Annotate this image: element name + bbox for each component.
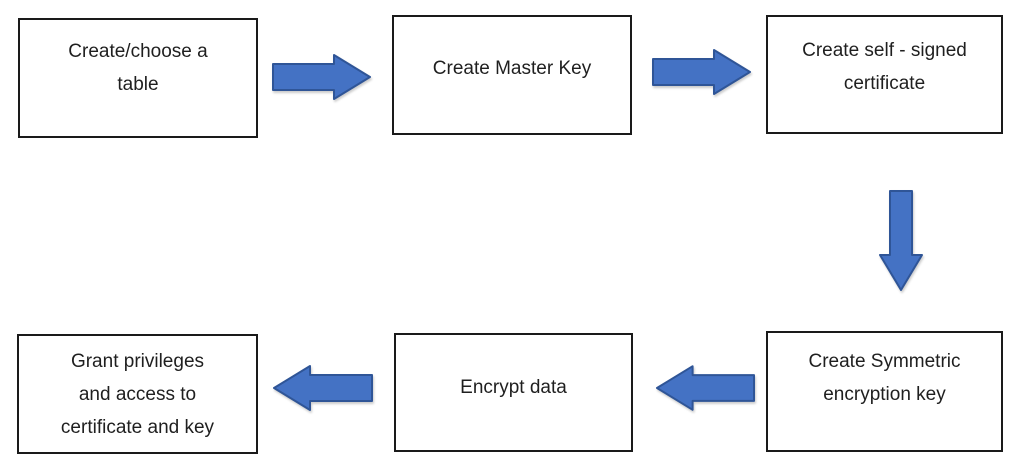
step-label: Create/choose a table: [68, 41, 208, 95]
arrow-right-icon: [652, 49, 751, 95]
step-label: Encrypt data: [460, 377, 567, 398]
arrow-left-icon: [273, 365, 373, 411]
arrow-right-icon: [272, 54, 371, 100]
step-encrypt-data: Encrypt data: [394, 333, 633, 452]
step-label: Create Master Key: [432, 57, 592, 79]
arrow-down-icon: [879, 190, 923, 291]
arrow-left-icon: [655, 365, 755, 411]
step-create-choose-table: Create/choose a table: [18, 18, 258, 138]
step-create-master-key: Create Master Key: [392, 15, 632, 135]
step-create-self-signed-certificate: Create self - signed certificate: [766, 15, 1003, 134]
step-label: Grant privileges and access to certifica…: [60, 350, 215, 438]
step-label: Create self - signed certificate: [802, 39, 967, 94]
step-grant-privileges-access: Grant privileges and access to certifica…: [17, 334, 258, 454]
step-create-symmetric-encryption-key: Create Symmetric encryption key: [766, 331, 1003, 452]
step-label: Create Symmetric encryption key: [808, 350, 961, 405]
